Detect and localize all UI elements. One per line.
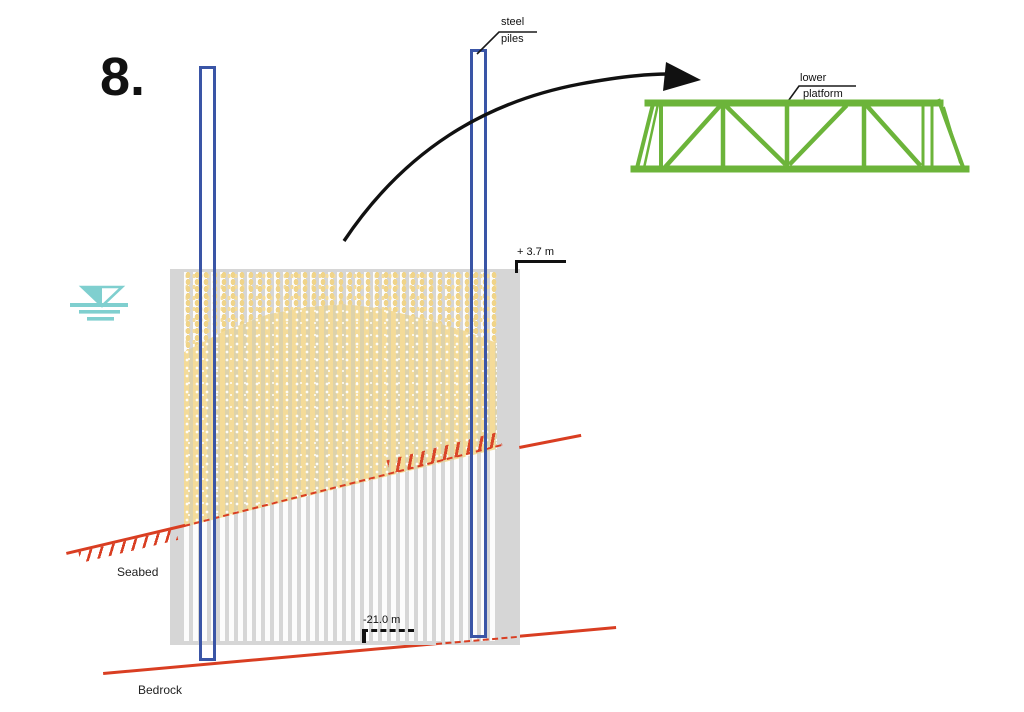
seabed-line-right [519, 433, 582, 449]
callout-arrow [342, 72, 669, 242]
elevation-top-mark [515, 260, 566, 263]
bedrock-label: Bedrock [138, 683, 183, 697]
water-level-icon [70, 285, 128, 321]
elevation-bottom-tick [362, 629, 366, 643]
elevation-bottom-label: -21.0 m [363, 614, 401, 626]
callout-arrowhead-icon [663, 62, 701, 91]
steel-piles-label-line2: piles [501, 33, 524, 45]
lower-platform-label-line1: lower [800, 72, 827, 84]
elevation-top-tick [515, 260, 518, 273]
steel-pile-left [199, 66, 216, 661]
steel-pile-right [470, 49, 487, 638]
caisson [170, 269, 520, 645]
lower-platform-truss [630, 98, 970, 173]
elevation-bottom-mark [362, 629, 414, 632]
lower-platform-label-line2: platform [803, 88, 843, 100]
seabed-label: Seabed [117, 565, 159, 579]
elevation-top-label: + 3.7 m [517, 246, 554, 258]
step-number: 8. [100, 47, 146, 107]
steel-piles-label-line1: steel [501, 16, 525, 28]
